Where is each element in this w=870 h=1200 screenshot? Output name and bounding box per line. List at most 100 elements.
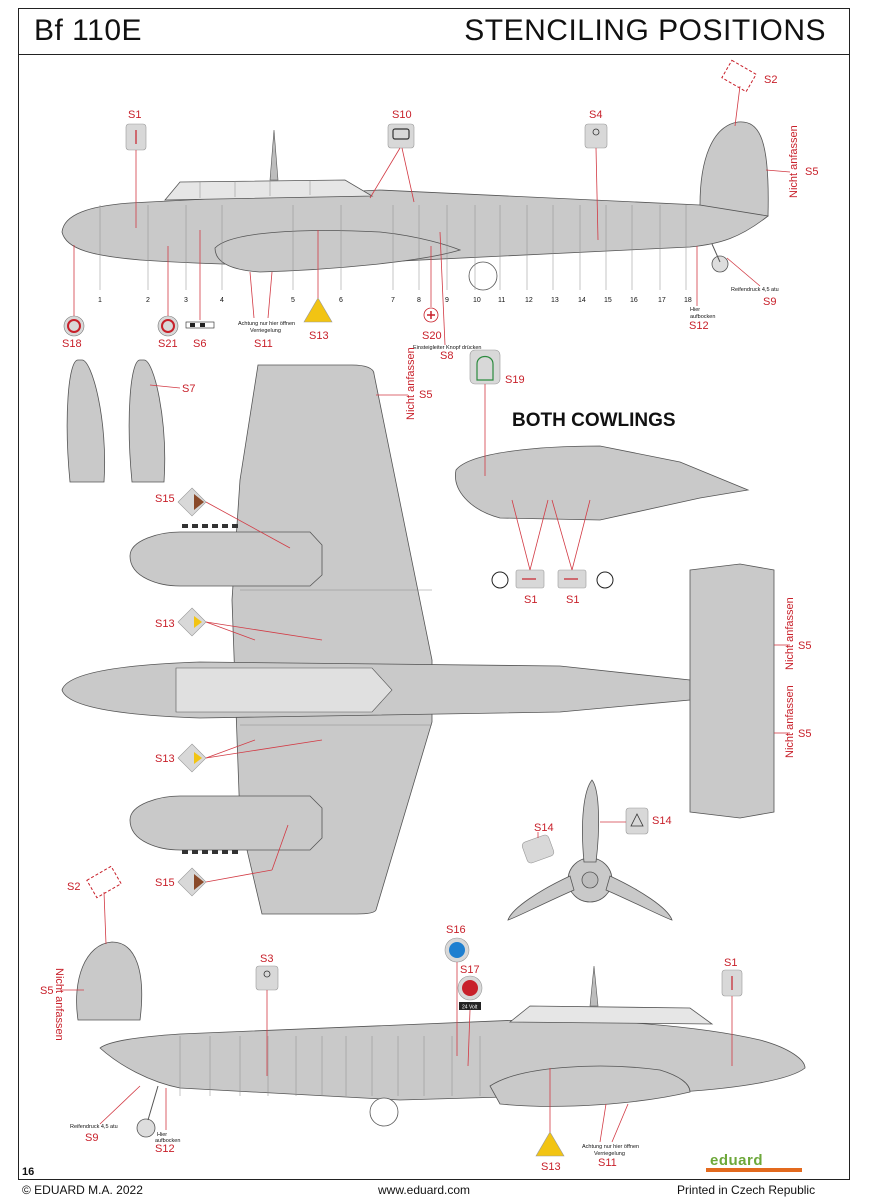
frame-number: 5 — [291, 297, 295, 304]
frame-number: 3 — [184, 297, 188, 304]
exhaust-stub — [182, 850, 188, 854]
frame-number: 11 — [498, 297, 505, 304]
s17-label: S17 — [460, 964, 480, 976]
s5-label-top: S5 — [805, 166, 818, 178]
s19-label: S19 — [505, 374, 525, 386]
plan-view: S15 S13 S13 S15 S5 Nicht anfassen S5 Nic… — [61, 347, 811, 915]
s15-label-top: S15 — [155, 493, 175, 505]
exhaust-stub — [202, 524, 208, 528]
s2-label-bottom: S2 — [67, 881, 80, 893]
side-view-right: S2 S5 Nicht anfassen S3 S16 24 Volt S17 … — [40, 865, 806, 1173]
page-frame — [18, 8, 850, 1180]
s8-label: S8 — [440, 350, 453, 362]
einsteigleiter-text: Einsteigleiter Knopf drücken — [413, 345, 481, 351]
frame-number: 17 — [658, 297, 666, 304]
exhaust-stub — [212, 524, 218, 528]
exhaust-stub — [192, 850, 198, 854]
nicht-anfassen-wing: Nicht anfassen — [405, 347, 417, 420]
s3-label: S3 — [260, 953, 273, 965]
frame-number: 7 — [391, 297, 395, 304]
printed-in-text: Printed in Czech Republic — [677, 1183, 816, 1197]
frame-number: 1 — [98, 297, 102, 304]
s12-label-bottom: S12 — [155, 1143, 175, 1155]
hier-top-2: aufbocken — [690, 314, 715, 320]
s6-label: S6 — [193, 338, 206, 350]
exhaust-stub — [232, 850, 238, 854]
frame-number: 16 — [630, 297, 638, 304]
drop-tanks: S7 — [66, 359, 195, 483]
s9-label-top: S9 — [763, 296, 776, 308]
s5-label-bottom: S5 — [40, 985, 53, 997]
frame-number: 15 — [604, 297, 612, 304]
exhaust-stub — [192, 524, 198, 528]
frame-number: 6 — [339, 297, 343, 304]
s2-label: S2 — [764, 74, 777, 86]
s14-label-2: S14 — [652, 815, 672, 827]
hier-bottom-2: aufbocken — [155, 1138, 180, 1144]
exhaust-stub — [212, 850, 218, 854]
s1-label-bottom: S1 — [724, 957, 737, 969]
propeller-view: S14 S14 — [507, 779, 673, 921]
s21-label: S21 — [158, 338, 178, 350]
nicht-anfassen-tail-2: Nicht anfassen — [784, 685, 796, 758]
reifendruck-top: Reifendruck 4,5 atu — [731, 287, 779, 293]
copyright-text: © EDUARD M.A. 2022 — [22, 1183, 143, 1197]
s16-label: S16 — [446, 924, 466, 936]
s12-label-top: S12 — [689, 320, 709, 332]
s11-label-bottom: S11 — [598, 1157, 617, 1169]
nicht-anfassen-bottom: Nicht anfassen — [53, 968, 65, 1041]
reifendruck-bottom: Reifendruck 4,5 atu — [70, 1124, 118, 1130]
s14-label-1: S14 — [534, 822, 554, 834]
cowling-view: BOTH COWLINGS S19 S1 S1 — [455, 349, 750, 606]
exhaust-stub — [202, 850, 208, 854]
s13-label-wing-2: S13 — [155, 753, 175, 765]
nicht-anfassen-tail-1: Nicht anfassen — [784, 597, 796, 670]
exhaust-stub — [222, 524, 228, 528]
achtung-bottom-1: Achtung nur hier öffnen — [582, 1144, 639, 1150]
s18-label: S18 — [62, 338, 82, 350]
exhaust-stub — [182, 524, 188, 528]
achtung-top-2: Verriegelung — [250, 328, 281, 334]
s5-label-tail-2: S5 — [798, 728, 811, 740]
frame-number: 8 — [417, 297, 421, 304]
exhaust-stub — [232, 524, 238, 528]
achtung-bottom-2: Verriegelung — [594, 1151, 625, 1157]
frame-number: 18 — [684, 297, 692, 304]
frame-number: 14 — [578, 297, 586, 304]
s11-label-top: S11 — [254, 338, 273, 350]
cowlings-heading: BOTH COWLINGS — [512, 410, 676, 431]
s4-label: S4 — [589, 109, 602, 121]
frame-number: 9 — [445, 297, 449, 304]
s13-label-wing-1: S13 — [155, 618, 175, 630]
header-rule — [18, 54, 850, 55]
website-link[interactable]: www.eduard.com — [378, 1183, 471, 1197]
s1-label-cowl-1: S1 — [524, 594, 537, 606]
nicht-anfassen-top: Nicht anfassen — [788, 125, 800, 198]
hier-top-1: Hier — [690, 307, 700, 313]
s13-label-bottom: S13 — [541, 1161, 561, 1173]
s1-label: S1 — [128, 109, 141, 121]
s20-label: S20 — [422, 330, 442, 342]
s7-label: S7 — [182, 383, 195, 395]
frame-number: 13 — [551, 297, 559, 304]
volt-text: 24 Volt — [462, 1005, 478, 1011]
s1-label-cowl-2: S1 — [566, 594, 579, 606]
s5-label-wing: S5 — [419, 389, 432, 401]
eduard-logo-bar — [706, 1168, 802, 1172]
s13-label-top: S13 — [309, 330, 329, 342]
aircraft-model-title: Bf 110E — [34, 14, 143, 47]
s9-label-bottom: S9 — [85, 1132, 98, 1144]
eduard-logo: eduard — [710, 1152, 764, 1169]
s5-label-tail-1: S5 — [798, 640, 811, 652]
frame-number: 2 — [146, 297, 150, 304]
frame-number: 4 — [220, 297, 224, 304]
achtung-top-1: Achtung nur hier öffnen — [238, 321, 295, 327]
hier-bottom-1: Hier — [157, 1132, 167, 1138]
section-title: STENCILING POSITIONS — [464, 14, 826, 47]
frame-number: 10 — [473, 297, 481, 304]
s15-label-bottom: S15 — [155, 877, 175, 889]
frame-number: 12 — [525, 297, 533, 304]
